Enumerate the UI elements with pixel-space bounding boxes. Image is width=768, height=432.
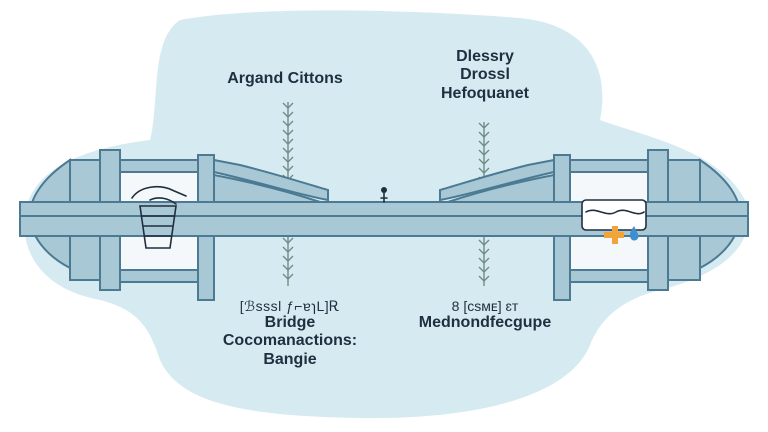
vine-leaf: [478, 275, 490, 282]
person-icon: [380, 187, 388, 203]
vine-leaf: [478, 131, 490, 138]
label-top-right-line-1: Dlessry: [456, 48, 514, 65]
left-arch: [213, 158, 329, 202]
vine-leaf: [478, 239, 490, 246]
label-bottom-right: 8 [ᴄsᴍᴇ] ɛᴛ Mednondfecgupe: [400, 298, 570, 332]
vine-leaf: [282, 102, 294, 109]
vine-leaf: [282, 255, 294, 262]
cooking-pot-icon: [131, 185, 187, 249]
vine-leaf: [282, 120, 294, 127]
vine-leaf: [478, 122, 490, 129]
label-top-right-line-2: Drossl: [460, 66, 510, 84]
vine-leaf: [478, 140, 490, 147]
vine-leaf: [282, 264, 294, 271]
vine-leaf: [282, 111, 294, 118]
vine-leaf: [478, 266, 490, 273]
label-bottom-left-line-3: Bangie: [263, 350, 317, 368]
label-top-right: Dlessry Drossl Hefoquanet: [410, 48, 560, 103]
right-arch: [439, 158, 555, 202]
vine-leaf: [282, 138, 294, 145]
water-container-icon: [581, 199, 647, 244]
vine-leaf: [282, 246, 294, 253]
vine-leaf: [282, 165, 294, 172]
label-bottom-left: [ℬsssl ƒ⌐ɐɿL]Ꭱ Bridge Cocomanactions: Ba…: [200, 298, 380, 369]
label-bottom-left-line-1: Bridge: [264, 314, 316, 332]
label-bottom-left-code: [ℬsssl ƒ⌐ɐɿL]Ꭱ: [239, 298, 341, 314]
label-top-left: Argand Cittons: [227, 70, 343, 87]
vine-leaf: [282, 156, 294, 163]
vine-leaf: [478, 248, 490, 255]
vine-leaf: [282, 273, 294, 280]
label-bottom-right-code: 8 [ᴄsᴍᴇ] ɛᴛ: [451, 298, 519, 314]
vine-leaf: [282, 237, 294, 244]
vine-leaf: [282, 129, 294, 136]
label-bottom-right-line: Mednondfecgupe: [418, 314, 552, 332]
vine-leaf: [478, 149, 490, 156]
vine-leaf: [282, 147, 294, 154]
label-bottom-left-line-2: Cocomanactions:: [222, 332, 358, 350]
vine-leaf: [478, 257, 490, 264]
label-top-right-line-3: Hefoquanet: [441, 84, 529, 102]
bridge-deck-lower: [19, 215, 749, 237]
vine-leaf: [478, 167, 490, 174]
vine-leaf: [478, 158, 490, 165]
